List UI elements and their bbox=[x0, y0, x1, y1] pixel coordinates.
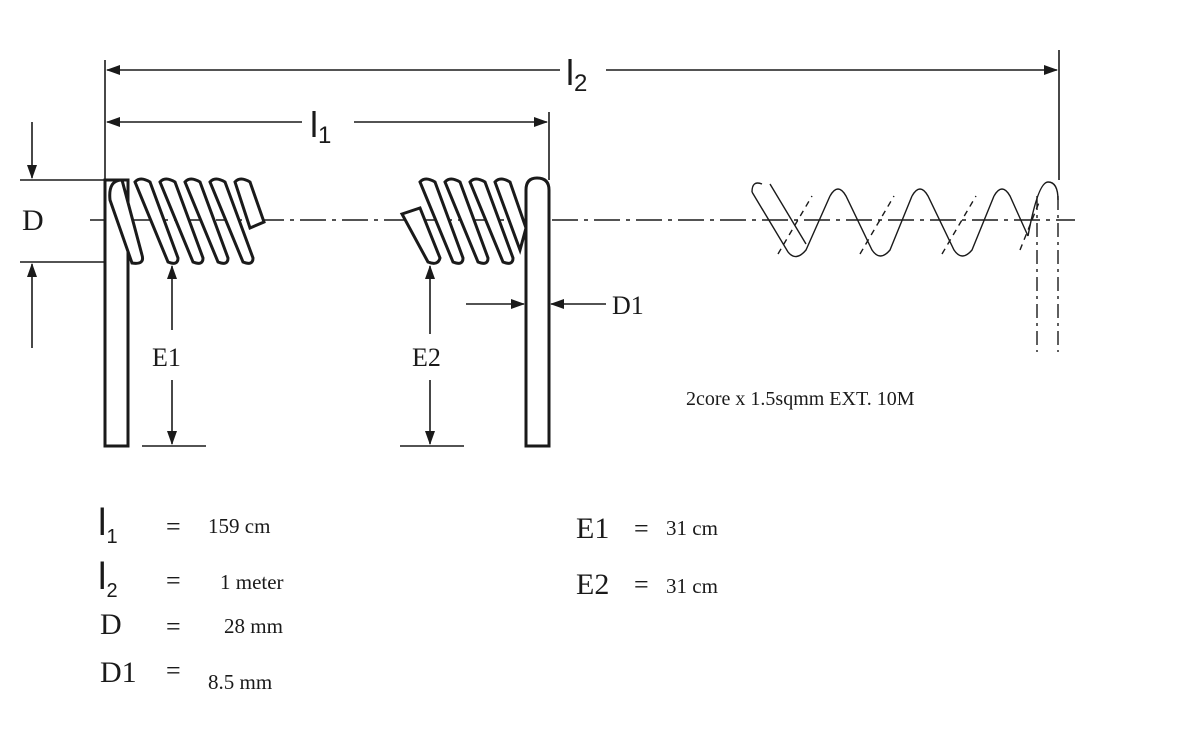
right-coils-hidden bbox=[751, 181, 1059, 258]
e1-dimension-label: E1 bbox=[152, 343, 181, 372]
cable-note: 2core x 1.5sqmm EXT. 10M bbox=[686, 388, 915, 410]
l2-dimension-label: l2 bbox=[566, 52, 587, 97]
middle-coils bbox=[399, 177, 528, 265]
d-dimension-label: D bbox=[22, 204, 44, 237]
e2-dimension-label: E2 bbox=[412, 343, 441, 372]
l1-dimension-label: l1 bbox=[310, 104, 331, 149]
left-coils bbox=[108, 177, 266, 265]
d1-dimension-label: D1 bbox=[612, 291, 644, 320]
middle-leg bbox=[524, 176, 551, 448]
